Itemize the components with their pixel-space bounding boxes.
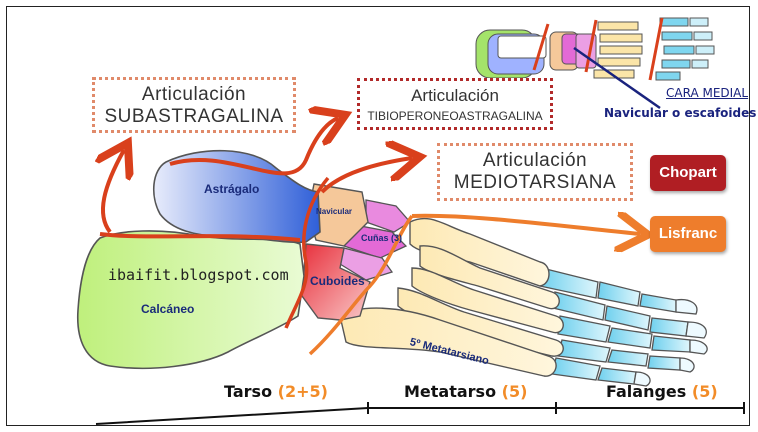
section-tarso: Tarso (2+5) [224,382,328,401]
blog-watermark: ibaifit.blogspot.com [108,266,289,284]
cuboides-label: Cuboides [310,274,365,288]
section-tarso-count: (2+5) [278,382,328,401]
tibio-label-bottom: TIBIOPERONEOASTRAGALINA [360,109,550,123]
phalanges [540,268,707,386]
mediotarsiana-label-bottom: MEDIOTARSIANA [440,172,630,194]
astragalo-label: Astrágalo [204,182,259,196]
subtalar-arrow [103,150,124,232]
subastragalina-label-box: Articulación SUBASTRAGALINA [92,77,296,133]
calcaneus-bone [78,231,304,368]
section-tarso-name: Tarso [224,382,272,401]
lisfranc-badge: Lisfranc [650,216,726,252]
calcaneo-label: Calcáneo [141,302,194,316]
subastragalina-label-bottom: SUBASTRAGALINA [95,106,293,128]
cara-medial-label: CARA MEDIAL [666,86,748,100]
section-falanges: Falanges (5) [606,382,718,401]
tibioperoneoastragalina-label-box: Articulación TIBIOPERONEOASTRAGALINA [357,78,553,130]
tibio-label-top: Articulación [360,87,550,105]
bottom-scale [96,402,744,424]
mediotarsiana-label-top: Articulación [440,150,630,172]
navicular-label: Navicular [316,207,352,216]
navicular-escafoides-label: Navicular o escafoides [604,106,756,120]
mediotarsiana-label-box: Articulación MEDIOTARSIANA [437,143,633,201]
section-falanges-count: (5) [692,382,718,401]
section-metatarso: Metatarso (5) [404,382,527,401]
subastragalina-label-top: Articulación [95,84,293,106]
cunas-label: Cuñas (3) [361,233,402,243]
chopart-badge: Chopart [650,155,726,191]
section-falanges-name: Falanges [606,382,686,401]
section-metatarso-name: Metatarso [404,382,496,401]
section-metatarso-count: (5) [502,382,528,401]
